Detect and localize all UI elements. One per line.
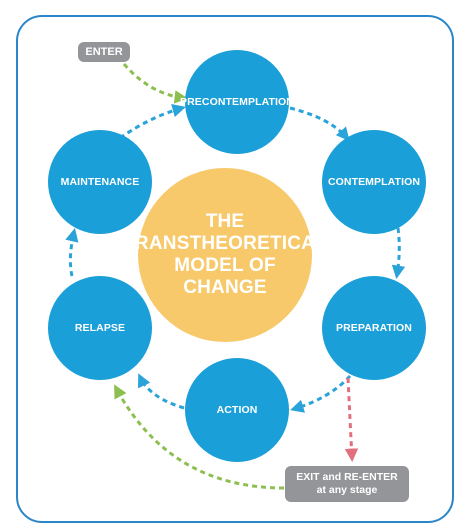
arrow-preparation-to-action	[290, 374, 352, 413]
stage-contemplation: CONTEMPLATION	[322, 130, 426, 234]
exit-badge: EXIT and RE-ENTER at any stage	[285, 466, 409, 502]
arrow-action-to-relapse	[137, 373, 185, 410]
stage-relapse: RELAPSE	[48, 276, 152, 380]
arrow-preparation-to-exit	[344, 377, 359, 463]
outer-frame	[16, 15, 454, 523]
arrow-maintenance-to-precontemplation	[119, 104, 186, 140]
stage-maintenance-label: MAINTENANCE	[60, 176, 140, 188]
arrow-exit-to-relapse	[114, 384, 285, 490]
stage-action: ACTION	[185, 358, 289, 462]
arrow-contemplation-to-preparation	[391, 227, 406, 279]
stage-precontemplation: PRECONTEMPLATION	[180, 50, 294, 154]
stage-preparation-label: PREPARATION	[336, 322, 412, 334]
stage-action-label: ACTION	[216, 404, 258, 416]
center-title-line-2: TRANSTHEORETICAL	[123, 233, 327, 254]
stage-precontemplation-label: PRECONTEMPLATION	[180, 96, 294, 108]
center-title-circle: THE TRANSTHEORETICAL MODEL OF CHANGE	[123, 168, 327, 342]
enter-badge: ENTER	[78, 42, 130, 62]
enter-arrow	[122, 63, 189, 104]
center-title-line-3: MODEL OF CHANGE	[174, 255, 276, 298]
stage-contemplation-label: CONTEMPLATION	[327, 176, 421, 188]
exit-label-line-1: EXIT and RE-ENTER	[296, 471, 398, 483]
exit-label-line-2: at any stage	[316, 484, 378, 496]
stage-maintenance: MAINTENANCE	[48, 130, 152, 234]
center-title-line-1: THE	[205, 211, 245, 232]
enter-label: ENTER	[85, 46, 123, 58]
stage-preparation: PREPARATION	[322, 276, 426, 380]
arrow-precontemplation-to-contemplation	[289, 106, 350, 142]
stage-relapse-label: RELAPSE	[74, 322, 126, 334]
arrow-relapse-to-maintenance	[65, 228, 79, 277]
